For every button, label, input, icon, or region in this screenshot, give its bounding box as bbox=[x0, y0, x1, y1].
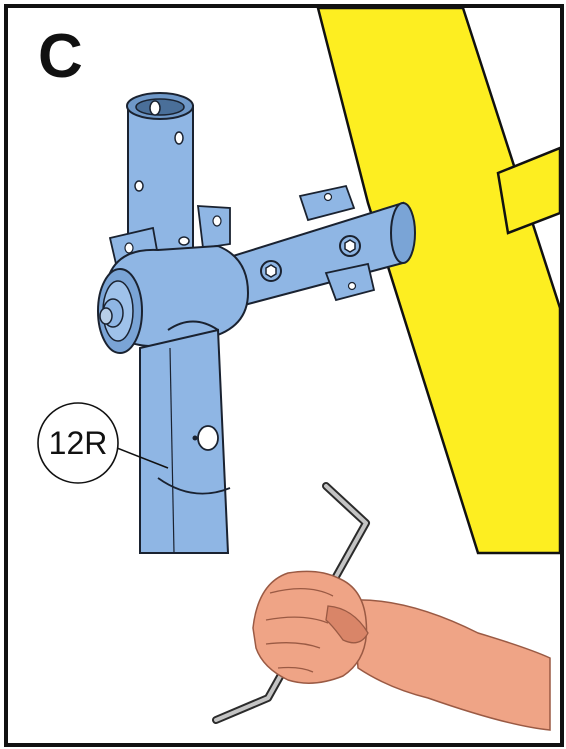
part-callout-bubble: 12R bbox=[36, 401, 120, 485]
instruction-panel: C 12R bbox=[4, 4, 564, 747]
hand-holding-hex-key-icon bbox=[253, 571, 550, 730]
step-letter: C bbox=[38, 26, 83, 88]
assembly-illustration bbox=[8, 8, 560, 743]
lower-tube-12r bbox=[140, 322, 230, 554]
part-callout-label: 12R bbox=[49, 425, 108, 461]
